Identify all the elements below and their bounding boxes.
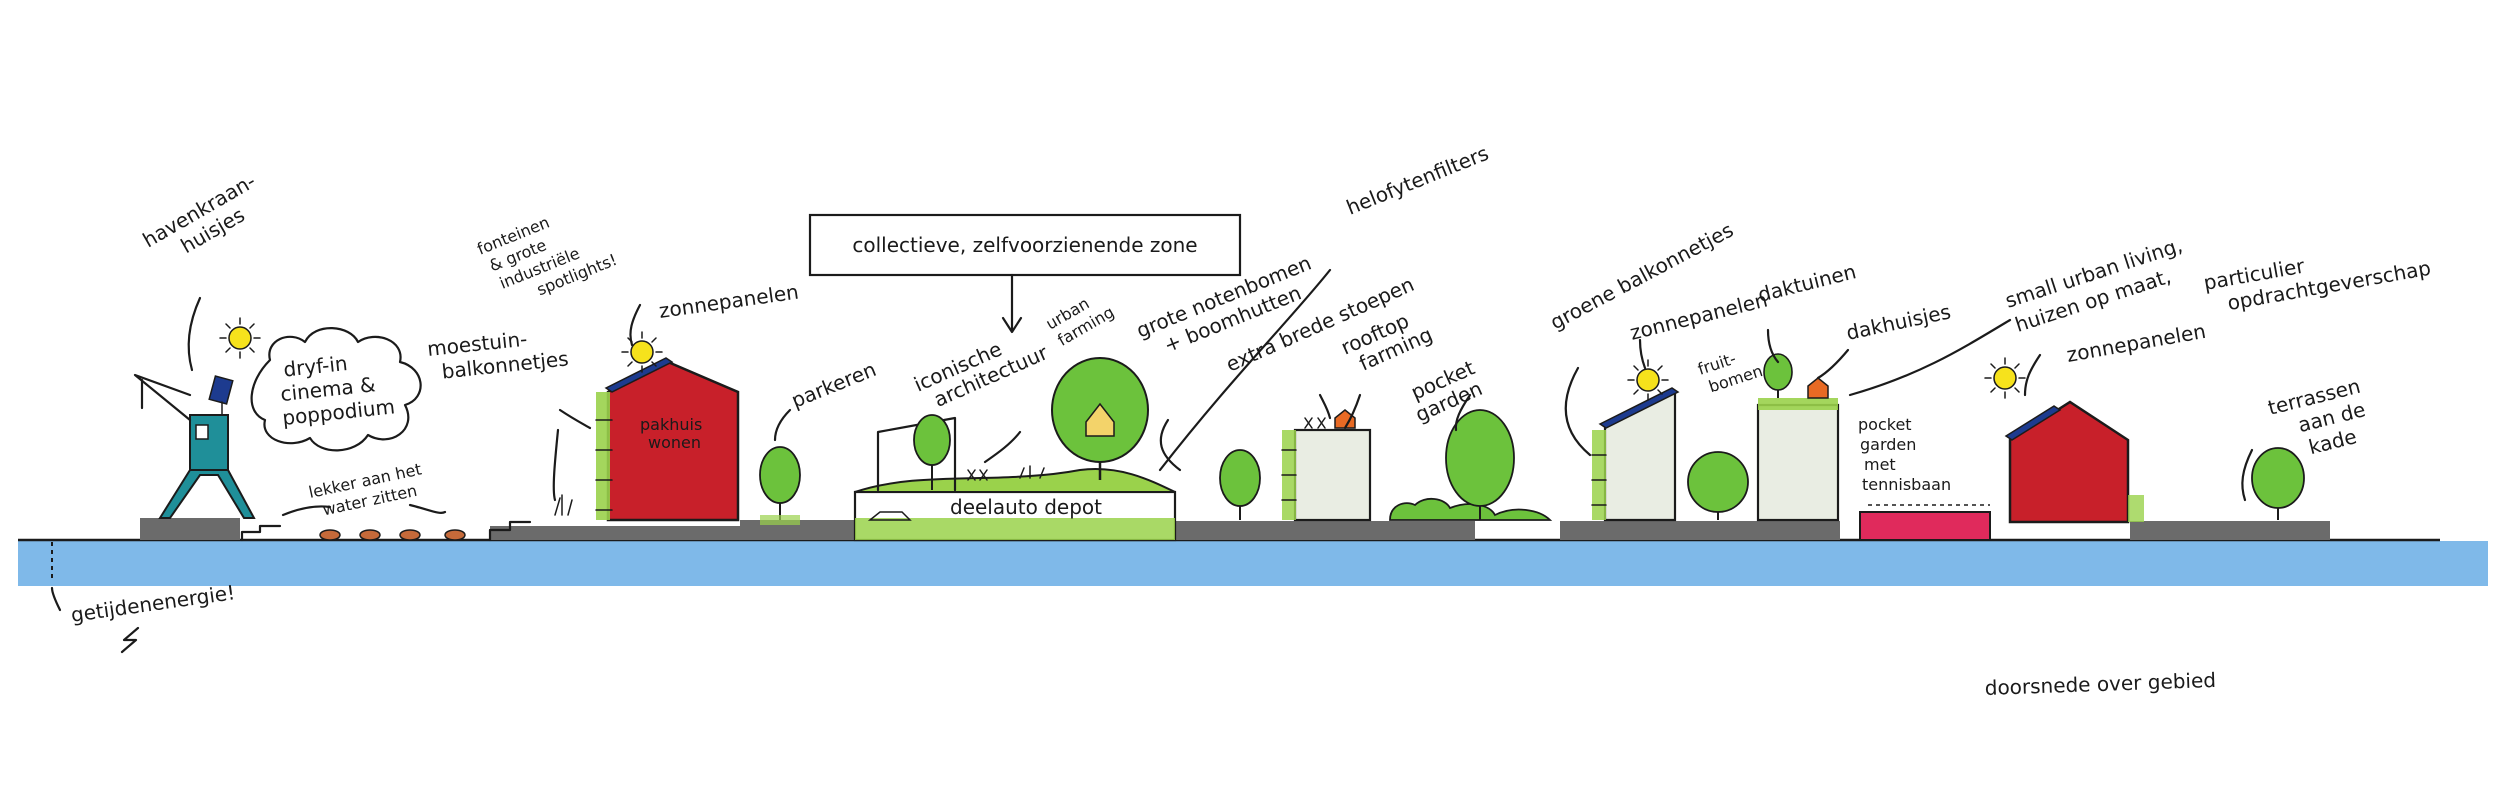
- plant-icon: [554, 494, 573, 516]
- quay-slab-1: [140, 518, 240, 540]
- label-daktuinen: daktuinen: [1755, 259, 1858, 307]
- rooftop-farming-building: [1281, 409, 1372, 522]
- daktuinen-building: [1756, 353, 1840, 522]
- svg-text:dryf-in cinema & p: dryf-in cinema & poppodium: [276, 347, 396, 430]
- tree-terrassen: [2251, 447, 2305, 520]
- quay-slab-4: [1175, 521, 1475, 540]
- label-zonnepanelen-3: zonnepanelen: [2065, 319, 2208, 367]
- svg-text:pocket garden met: pocket garden met tennisbaan: [1858, 415, 1951, 494]
- tennis-court: [1859, 511, 1991, 541]
- tree-fruitbomen: [1687, 451, 1749, 520]
- helofyt-plants: [1019, 465, 1045, 479]
- svg-text:lekker aan het water zit: lekker aan het water zitten: [307, 458, 432, 521]
- svg-text:fonteinen & grote: fonteinen & grote industriële spotlights…: [474, 194, 619, 314]
- svg-text:pakhuis wonen: pakhuis wonen: [640, 415, 707, 452]
- svg-text:urban farming: urban farming: [1043, 285, 1118, 351]
- quay-slab-2: [490, 526, 740, 540]
- label-collective-zone: collectieve, zelfvoorzienende zone: [852, 233, 1197, 257]
- collective-zone: [853, 357, 1177, 542]
- pakhuis-building: [595, 357, 740, 522]
- sun-icon: [1984, 357, 2026, 399]
- car-icon: [867, 511, 912, 521]
- arrow-collective: [1001, 273, 1023, 334]
- svg-text:iconische architectuur: iconische architectuur: [910, 320, 1052, 417]
- svg-text:havenkraan- huisjes: havenkraan- huisjes: [139, 165, 278, 273]
- tree-parkeren: [759, 446, 801, 520]
- label-pakhuis: pakhuis: [640, 415, 702, 434]
- tree-stoepen: [1219, 449, 1261, 520]
- quay-steps-1: [240, 524, 282, 542]
- label-dakhuisjes: dakhuisjes: [1844, 299, 1953, 345]
- svg-text:moestuin- balkonnetjes: moestuin- balkonnetjes: [426, 323, 570, 385]
- label-zonnepanelen-1: zonnepanelen: [657, 280, 800, 323]
- label-zonnepanelen-2: zonnepanelen: [1627, 287, 1769, 344]
- sun-icon: [1627, 359, 1669, 401]
- groene-balkon-building: [1591, 387, 1680, 522]
- annotation-arrows: [50, 268, 2254, 654]
- harbour-crane: [133, 373, 256, 519]
- tree-iconisch: [913, 414, 951, 490]
- quay-slab-5: [1560, 521, 1840, 540]
- svg-text:particulier opdrachtgeve: particulier opdrachtgeverschap: [2202, 232, 2433, 319]
- small-urban-house: [2004, 400, 2144, 524]
- label-parkeren: parkeren: [788, 357, 880, 413]
- pocket-garden-1: [1389, 409, 1553, 521]
- label-doorsnede: doorsnede over gebied: [1984, 668, 2216, 700]
- urban-farming-marks: [967, 469, 988, 481]
- sun-icon: [621, 331, 663, 373]
- svg-text:small urban living, huiz: small urban living, huizen op maat,: [2002, 231, 2199, 338]
- tree-notenboom: [1051, 357, 1149, 480]
- seating-elements: [319, 529, 466, 541]
- collective-zone-box: [808, 213, 1242, 277]
- label-pocket-garden-2: pocket: [1858, 415, 1912, 434]
- label-helofytenfilters: helofytenfilters: [1343, 141, 1492, 220]
- quay-slab-7: [2220, 521, 2330, 540]
- sun-icon: [219, 317, 261, 359]
- green-strip: [760, 515, 800, 525]
- drive-in-cloud: [250, 327, 422, 452]
- label-getijden: getijdenenergie!: [69, 580, 236, 627]
- label-deelauto: deelauto depot: [950, 495, 1102, 519]
- svg-text:fruit- bomen: fruit- bomen: [1695, 342, 1765, 398]
- quay-steps-2: [488, 520, 532, 542]
- water-band: [18, 541, 2488, 586]
